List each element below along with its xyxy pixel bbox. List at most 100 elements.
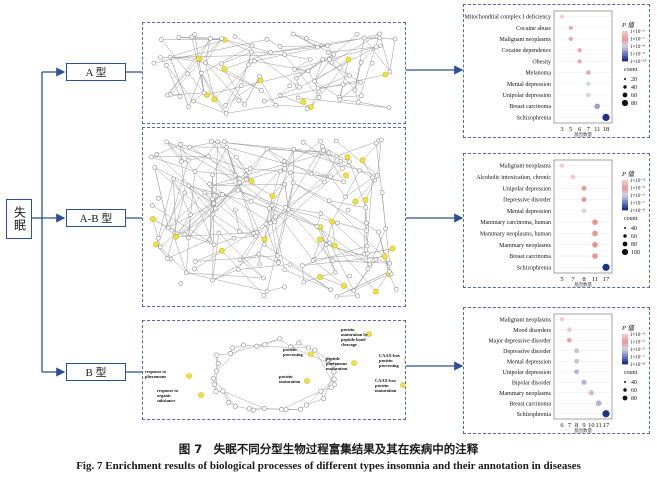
count-legend-label: 40 [631, 226, 637, 232]
enriched-term-node [400, 382, 405, 388]
gene-node [326, 150, 332, 155]
gene-node [319, 144, 325, 149]
enriched-term-node [329, 218, 336, 225]
gene-node [210, 211, 216, 217]
gene-node [199, 70, 204, 76]
gene-node [304, 402, 310, 408]
x-tick-label: 8 [582, 276, 585, 283]
count-legend-title: count [624, 67, 638, 73]
gene-node [246, 406, 252, 412]
gene-node [249, 43, 255, 49]
insomnia-root-box: 失眠 [6, 199, 32, 239]
enriched-term-node [196, 55, 202, 62]
gene-node [325, 43, 330, 49]
x-axis-title: 基因数量 [574, 281, 592, 287]
gene-node [186, 235, 191, 241]
count-legend-dot [624, 381, 626, 383]
gene-node [282, 166, 287, 171]
gene-node [166, 225, 171, 231]
category-label: Mitochondrial complex I deficiency [465, 14, 551, 21]
gene-node [178, 281, 184, 286]
gene-node [347, 73, 352, 78]
category-label: Breast carcinoma [509, 254, 551, 260]
gene-node [288, 170, 293, 175]
category-label: Mood disorders [513, 328, 551, 334]
gene-node [343, 194, 348, 200]
gene-node [325, 49, 331, 55]
gene-node [323, 242, 329, 248]
gene-node [337, 97, 343, 102]
gene-node [292, 67, 297, 72]
x-tick-label: 11 [596, 422, 602, 429]
gene-node [261, 405, 267, 411]
category-label: Mental depression [507, 82, 551, 88]
count-legend-title: count [624, 216, 638, 222]
gene-node [312, 347, 318, 353]
enriched-term-node [359, 157, 366, 164]
enriched-term-node [381, 253, 388, 260]
enrichment-dot [581, 197, 587, 202]
enrichment-dot [568, 25, 573, 30]
gene-node [281, 158, 287, 164]
enriched-term-node [218, 247, 225, 254]
gene-node [264, 37, 270, 42]
gene-node [320, 57, 325, 62]
enrichment-dot [602, 263, 610, 271]
gene-node [318, 138, 323, 144]
gene-node [331, 362, 337, 368]
gene-node [297, 85, 302, 90]
count-legend-dot [623, 388, 627, 392]
category-label: Schizophrenia [517, 412, 552, 418]
gene-node [282, 267, 288, 273]
gene-node [167, 54, 173, 60]
category-label: Depressive disorder [503, 349, 551, 355]
x-tick-label: 5 [569, 126, 572, 133]
enriched-term-node [345, 56, 352, 63]
enriched-term-node [352, 198, 359, 205]
plot-frame [553, 10, 613, 124]
category-label: Malignant neoplasms [500, 37, 552, 43]
gene-node [233, 207, 238, 213]
gene-node [355, 293, 360, 299]
enriched-term-node [389, 245, 396, 252]
network-edges [151, 139, 397, 297]
gene-node [318, 388, 324, 394]
gene-node [261, 293, 267, 298]
category-label: Malignant neoplasms [500, 164, 552, 170]
gene-node [165, 256, 170, 261]
category-label: Unipolar depression [503, 370, 552, 376]
enriched-term-node [221, 66, 228, 72]
p-value-legend-label: 1×10⁻⁶ [630, 193, 645, 199]
gene-node [333, 138, 339, 144]
gene-node [220, 192, 225, 197]
gene-node [327, 240, 333, 246]
figure-caption-english: Fig. 7 Enrichment results of biological … [76, 460, 581, 472]
gene-node [273, 102, 279, 108]
x-tick-label: 11 [594, 126, 600, 133]
figure-caption-chinese: 图 7 失眠不同分型生物过程富集结果及其在疾病中的注释 [178, 442, 479, 456]
count-legend-dot [622, 395, 628, 401]
enrichment-dot [560, 14, 564, 19]
gene-node [261, 275, 266, 281]
category-label: Mammary neoplasms, human [480, 231, 551, 237]
p-value-legend-label: 1×10⁻⁷ [630, 201, 645, 207]
enrichment-dot [559, 317, 565, 322]
network-graph-a [151, 31, 398, 116]
category-label: Major depressive disorder [488, 338, 551, 344]
enrichment-dot [592, 241, 598, 248]
gene-node [331, 376, 337, 382]
gene-node [220, 388, 226, 394]
count-legend-dot [621, 99, 629, 107]
category-label: Breast carcinoma [509, 104, 551, 110]
plot-frame [553, 313, 613, 420]
gene-node [268, 50, 273, 55]
gene-node [321, 395, 327, 401]
x-tick-label: 6 [560, 422, 564, 429]
gene-node [316, 95, 322, 100]
gene-node [171, 176, 176, 182]
gene-node [298, 406, 304, 412]
gene-node [178, 142, 183, 147]
gene-node [214, 352, 220, 358]
